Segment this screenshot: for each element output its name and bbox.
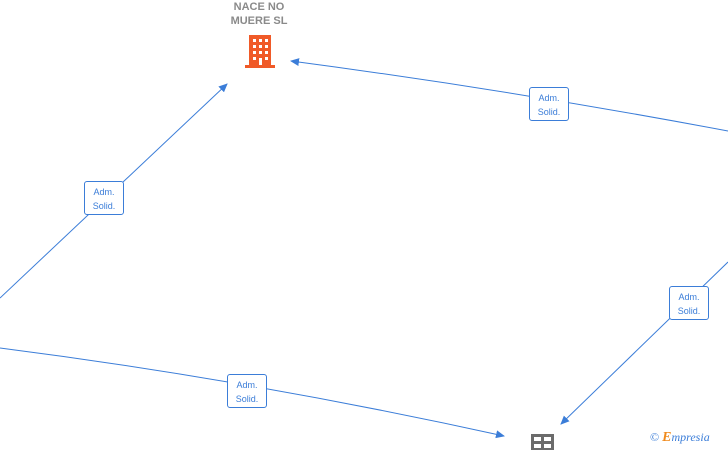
- edge-label-bottom[interactable]: Adm. Solid.: [227, 374, 267, 408]
- edge-label-role: Adm.: [678, 292, 700, 302]
- edge-label-right[interactable]: Adm. Solid.: [669, 286, 709, 320]
- edge-label-top[interactable]: Adm. Solid.: [529, 87, 569, 121]
- grid-building-icon[interactable]: [531, 434, 554, 450]
- building-icon[interactable]: [245, 35, 275, 68]
- edge-label-role: Adm.: [236, 380, 258, 390]
- edge-label-type: Solid.: [92, 201, 116, 211]
- empresia-watermark: © Empresia: [650, 430, 710, 446]
- edge-label-type: Solid.: [235, 394, 259, 404]
- edge-line-top: [290, 58, 728, 132]
- brand-rest: mpresia: [671, 430, 710, 444]
- edge-label-role: Adm.: [93, 187, 115, 197]
- company-name[interactable]: NACE NO MUERE SL: [200, 0, 318, 28]
- edge-label-type: Solid.: [537, 107, 561, 117]
- edge-label-type: Solid.: [677, 306, 701, 316]
- brand-initial: E: [662, 430, 672, 445]
- company-name-line2: MUERE SL: [230, 15, 288, 27]
- edge-label-role: Adm.: [538, 93, 560, 103]
- company-name-line1: NACE NO: [233, 1, 285, 13]
- edge-label-left[interactable]: Adm. Solid.: [84, 181, 124, 215]
- copyright-symbol: ©: [650, 430, 660, 444]
